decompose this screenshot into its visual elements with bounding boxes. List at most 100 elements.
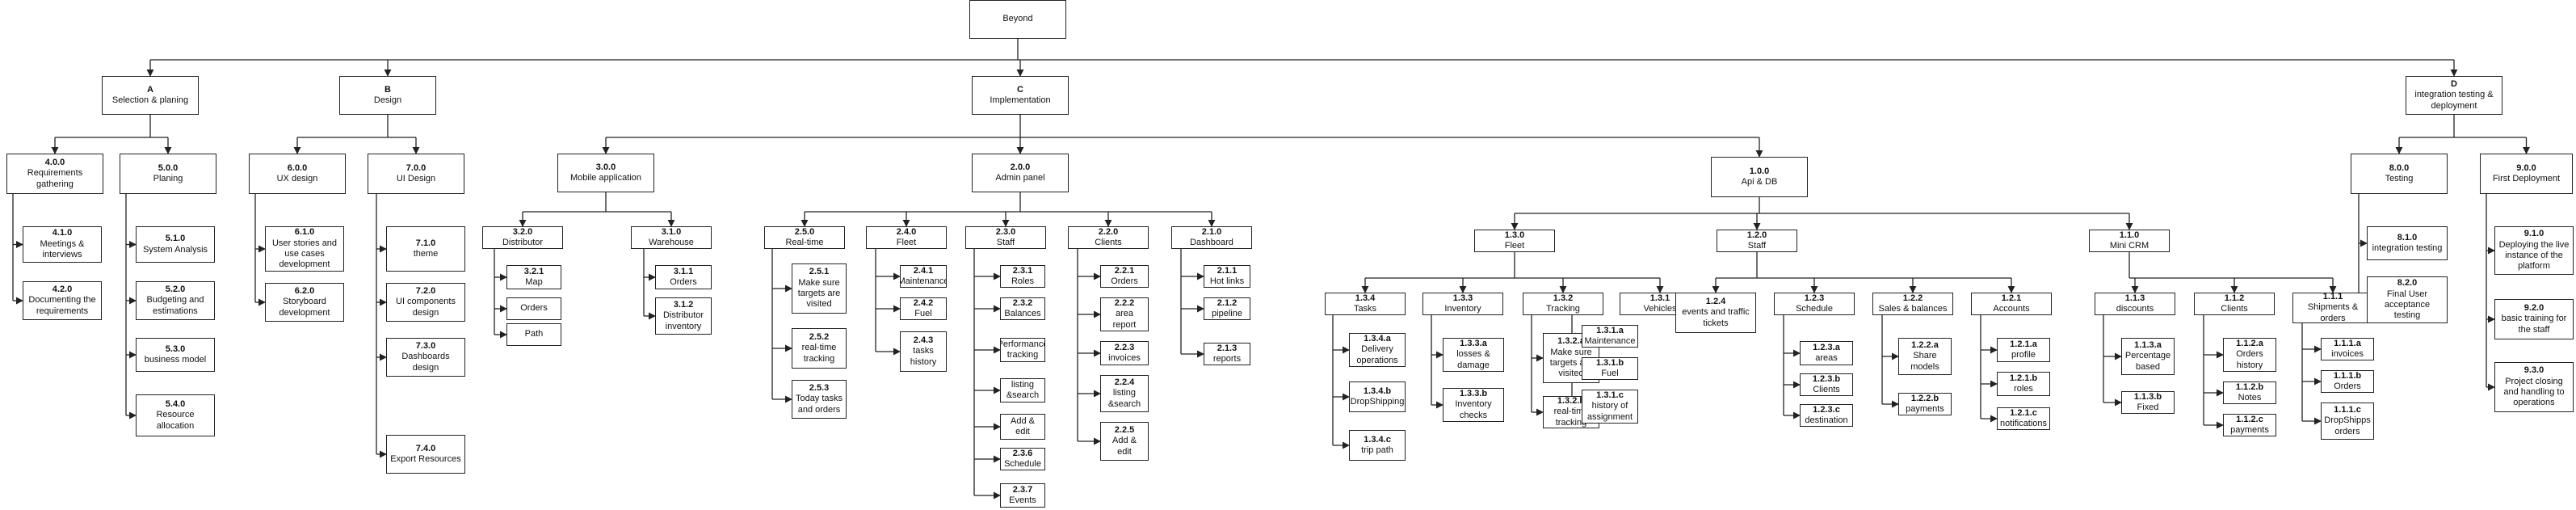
node-code: 1.1.1.c [2334,404,2361,415]
node-code: 1.3.4.b [1363,386,1392,396]
node-label: Real-time [785,238,824,247]
node-label: Balances [1004,309,1041,318]
node-code: 1.3.4 [1355,293,1376,303]
node-label: DropShipping [1350,397,1405,407]
node-code: 7.2.0 [415,285,436,296]
wbs-node-nOrders: Orders [506,297,561,320]
node-label: Documenting the requirements [28,295,96,316]
wbs-node-root: Beyond [969,0,1066,39]
node-label: Tasks [1353,304,1377,314]
node-code: A [147,84,153,95]
node-label: Sales & balances [1878,304,1948,314]
wbs-node-nAddEdit: Add & edit [1000,414,1045,440]
node-label: Selection & planing [111,95,189,105]
node-label: Inventory checks [1455,399,1492,420]
node-label: Final User acceptance testing [2384,289,2431,321]
node-label: Clients [1095,238,1122,247]
node-code: 9.2.0 [2523,302,2544,313]
node-code: 1.3.3 [1452,293,1473,303]
node-code: 2.2.1 [1114,265,1135,276]
node-label: Distributor [502,238,544,247]
node-label: Vehicles [1643,304,1677,314]
node-label: Deploying the live instance of the platf… [2498,239,2570,272]
node-label: reports [1212,354,1242,364]
node-code: 1.2.2.b [1910,393,1939,403]
node-label: Meetings & interviews [40,238,85,260]
node-code: 1.2.0 [1746,230,1767,240]
node-label: Performance tracking [1001,339,1045,360]
wbs-node-nPath: Path [506,323,561,346]
node-label: Testing [2385,174,2414,183]
node-code: 2.4.3 [913,335,934,345]
node-code: 3.1.2 [673,299,694,310]
node-code: 1.1.3.b [2133,391,2162,402]
node-label: payments [1906,404,1944,414]
node-code: 1.2.1.c [2010,407,2037,418]
node-label: Notes [2238,393,2262,403]
node-code: 2.3.0 [995,226,1016,237]
node-label: theme [413,249,439,259]
node-code: 2.2.4 [1114,377,1135,387]
node-label: Project closing and handling to operatio… [2503,376,2565,408]
node-code: 3.1.1 [673,266,694,276]
node-code: 9.1.0 [2523,229,2544,239]
node-code: 2.4.0 [896,226,917,237]
node-label: Events [1009,495,1036,505]
node-code: 9.0.0 [2516,162,2536,173]
node-label: Delivery operations [1356,344,1398,365]
node-label: basic training for the staff [2501,314,2567,335]
node-label: Hot links [1209,276,1245,286]
node-label: Clients [2221,304,2248,314]
node-label: Fleet [896,238,917,247]
node-label: Schedule [1004,459,1041,469]
node-code: 8.0.0 [2389,162,2410,173]
node-label: Dashboard [1190,238,1233,247]
node-code: 3.2.1 [523,266,544,276]
node-code: 1.2.2.a [1911,339,1939,350]
node-label: Fleet [1504,241,1525,251]
node-label: Admin panel [995,173,1045,183]
node-code: 8.2.0 [2397,278,2418,289]
node-code: 2.2.2 [1114,297,1135,308]
node-code: 1.3.4.c [1364,434,1391,445]
node-code: 1.1.3 [2124,293,2145,303]
node-code: 4.1.0 [52,228,73,238]
node-code: 2.3.1 [1012,265,1033,276]
node-code: 7.1.0 [415,238,436,248]
node-label: events and traffic tickets [1682,307,1750,328]
node-label: Maintenance [1584,336,1636,346]
